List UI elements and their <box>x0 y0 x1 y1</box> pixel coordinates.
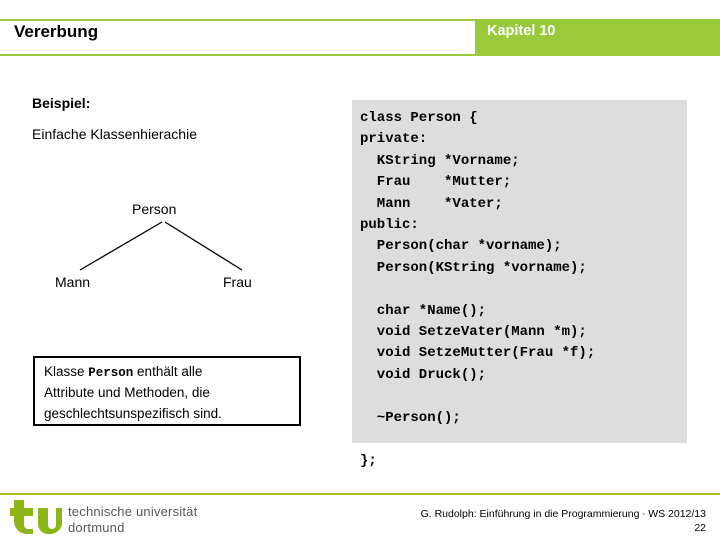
tree-node-person: Person <box>132 201 177 217</box>
note-line-1-suffix: enthält alle <box>133 364 203 379</box>
chapter-label: Kapitel 10 <box>487 23 556 39</box>
slide-header-bar <box>0 19 720 56</box>
code-listing-text: class Person { private: KString *Vorname… <box>360 110 596 469</box>
footer-credit-text: G. Rudolph: Einführung in die Programmie… <box>420 508 706 520</box>
footer-divider <box>0 493 720 495</box>
code-listing-panel: class Person { private: KString *Vorname… <box>352 100 687 469</box>
note-line-1-prefix: Klasse <box>44 364 89 379</box>
example-description: Einfache Klassenhierachie <box>32 126 197 142</box>
tu-wordmark-line-1: technische universität <box>68 504 198 519</box>
tu-logo-mark-icon <box>10 500 62 534</box>
example-label: Beispiel: <box>32 95 91 111</box>
note-line-3: geschlechtsunspezifisch sind. <box>44 406 222 421</box>
note-box: Klasse Person enthält alle Attribute und… <box>33 356 301 426</box>
tu-dortmund-logo: technische universität dortmund <box>10 500 200 536</box>
header-title-plate <box>0 21 475 54</box>
note-inline-code-person: Person <box>88 366 134 380</box>
tree-node-frau: Frau <box>223 274 252 290</box>
page-title: Vererbung <box>14 22 99 41</box>
tree-node-mann: Mann <box>55 274 91 290</box>
class-hierarchy-diagram: Person Mann Frau <box>20 195 340 310</box>
note-line-1: Klasse Person enthält alle <box>44 364 202 380</box>
page-number: 22 <box>694 522 706 534</box>
note-line-2: Attribute und Methoden, die <box>44 385 210 400</box>
tu-wordmark-line-2: dortmund <box>68 520 125 535</box>
tree-edge-lines <box>79 221 243 271</box>
